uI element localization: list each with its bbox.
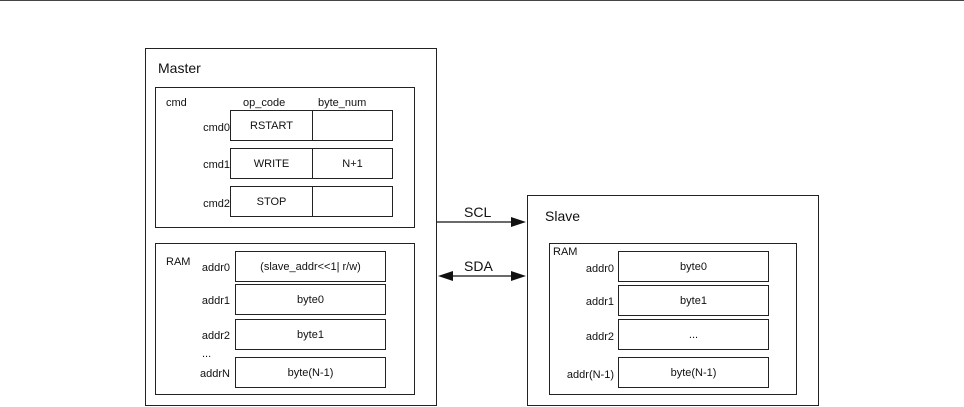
scl-label: SCL [464,204,492,220]
cmd-panel-label: cmd [166,97,187,109]
cmd2-byte-num-cell [312,186,393,217]
slave-addr-label-addr0: addr0 [585,263,614,275]
master-ram-ellipsis: ... [202,348,212,360]
cmd1-op-code-cell: WRITE [230,148,313,179]
slave-addr-label-addr1: addr1 [585,296,614,308]
master-addr0-cell: (slave_addr<<1| r/w) [235,251,386,282]
slave-ram-label: RAM [553,246,578,258]
op-code-column-header: op_code [243,97,286,109]
cmd-row-label-cmd1: cmd1 [203,159,230,171]
slave-title: Slave [545,208,581,224]
master-ram-label: RAM [166,256,191,268]
master-title: Master [158,60,201,76]
master-addr-label-addr2: addr2 [201,330,230,342]
cmd1-byte-num-cell: N+1 [312,148,393,179]
byte-num-column-header: byte_num [318,97,367,109]
slave-addr-label-addrN-1: addr(N-1) [566,369,614,381]
cmd-row-label-cmd0: cmd0 [203,122,230,134]
master-addr-label-addr1: addr1 [201,295,230,307]
cmd2-op-code-cell: STOP [230,186,313,217]
cmd-row-label-cmd2: cmd2 [203,198,230,210]
master-addr-label-addrN: addrN [200,368,230,380]
slave-addr1-cell: byte1 [618,285,769,316]
master-addr2-cell: byte1 [235,319,386,350]
top-rule [0,0,964,1]
master-addr-label-addr0: addr0 [201,262,230,274]
master-addr1-cell: byte0 [235,284,386,315]
cmd0-op-code-cell: RSTART [230,110,313,141]
sda-arrow [438,271,526,281]
slave-addr-label-addr2: addr2 [585,331,614,343]
slave-addr2-cell: ... [618,319,769,350]
master-addrN-cell: byte(N-1) [235,357,386,388]
cmd0-byte-num-cell [312,110,393,141]
slave-addrN-1-cell: byte(N-1) [618,357,769,388]
sda-label: SDA [464,258,493,274]
slave-addr0-cell: byte0 [618,251,769,282]
scl-arrow [437,217,526,227]
